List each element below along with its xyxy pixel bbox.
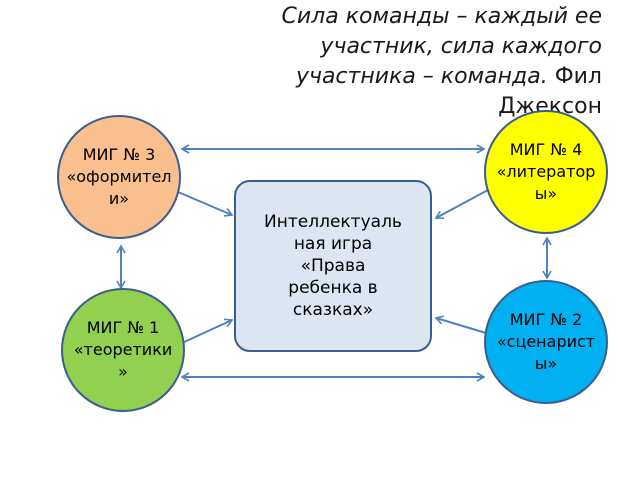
arrow-mig1-center (181, 318, 234, 344)
node-mig4-label: МИГ № 4 «литератор ы» (496, 140, 596, 203)
quote-text: Сила команды – каждый ее участник, сила … (281, 4, 602, 89)
center-box-label: Интеллектуаль ная игра «Права ребенка в … (264, 212, 402, 320)
node-mig1: МИГ № 1 «теоретики » (61, 288, 185, 412)
center-box: Интеллектуаль ная игра «Права ребенка в … (234, 180, 432, 352)
node-mig2: МИГ № 2 «сценарист ы» (484, 280, 608, 404)
arrow-mig4-center (434, 189, 489, 220)
arrow-mig2-center (434, 315, 487, 334)
node-mig3: МИГ № 3 «оформител и» (57, 115, 181, 239)
node-mig1-label: МИГ № 1 «теоретики » (73, 318, 173, 381)
node-mig2-label: МИГ № 2 «сценарист ы» (496, 310, 596, 373)
node-mig3-label: МИГ № 3 «оформител и» (66, 145, 172, 208)
arrow-mig3-center (177, 191, 234, 217)
node-mig4: МИГ № 4 «литератор ы» (484, 110, 608, 234)
